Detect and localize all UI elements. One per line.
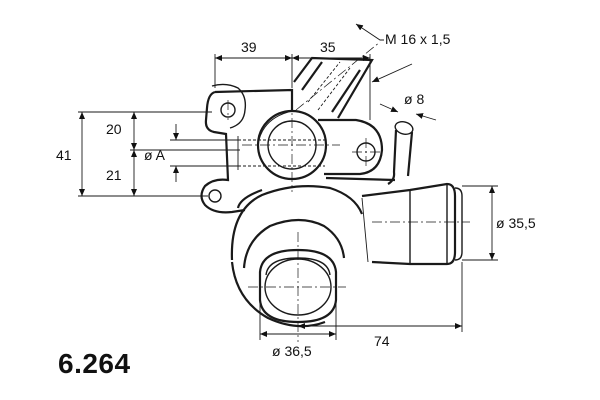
dim-41-label: 41 <box>56 147 72 163</box>
dim-21-label: 21 <box>106 167 122 183</box>
thread-label: M 16 x 1,5 <box>385 31 451 47</box>
housing-body <box>200 56 463 328</box>
dim-74-label: 74 <box>374 333 390 349</box>
dim-35-label: 35 <box>320 39 336 55</box>
pipe-diameter-label: ø 8 <box>404 91 424 107</box>
dimension-labels: 39 35 M 16 x 1,5 ø 8 41 20 21 ø A ø 35,5… <box>56 31 536 359</box>
bore-a-label: ø A <box>144 147 166 163</box>
dim-39-label: 39 <box>241 39 257 55</box>
inlet-diameter-label: ø 36,5 <box>272 343 312 359</box>
dimension-lines <box>78 23 498 340</box>
dim-20-label: 20 <box>106 121 122 137</box>
part-number: 6.264 <box>58 348 131 379</box>
outlet-diameter-label: ø 35,5 <box>496 215 536 231</box>
